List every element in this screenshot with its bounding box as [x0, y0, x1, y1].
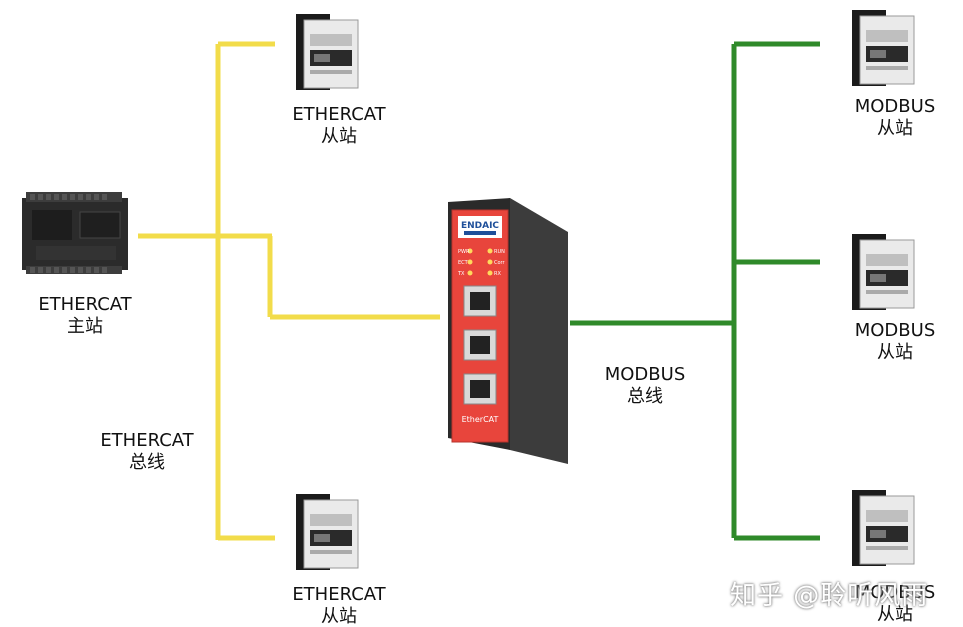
- modbus-slave-label: MODBUS 从站: [836, 582, 954, 626]
- modbus-slave-label: MODBUS 从站: [836, 320, 954, 364]
- master-name: ETHERCAT: [38, 294, 132, 315]
- led-label: PWR: [458, 249, 470, 255]
- modbus-slave-role: 从站: [877, 342, 913, 363]
- modbus-slave-device: [852, 490, 916, 570]
- ethercat-slave-label: ETHERCAT 从站: [280, 584, 398, 627]
- modbus-slave-name: MODBUS: [854, 96, 936, 117]
- watermark: 知乎 @聆听风雨: [730, 581, 929, 611]
- plc-master-device: [22, 190, 132, 280]
- modbus-slave-name: MODBUS: [854, 320, 936, 341]
- gateway-port-label: EtherCAT: [462, 415, 499, 424]
- modbus-slave-role: 从站: [877, 604, 913, 625]
- modbus-bus-label: MODBUS 总线: [590, 364, 700, 408]
- ethercat-slave-role: 从站: [321, 606, 357, 627]
- ethercat-slave-label: ETHERCAT 从站: [280, 104, 398, 148]
- led-label: Corr: [494, 260, 506, 266]
- master-label: ETHERCAT 主站: [30, 294, 140, 338]
- ethercat-bus-label: ETHERCAT 总线: [92, 430, 202, 474]
- modbus-slave-device: [852, 10, 916, 90]
- ethernet-port-icons: [463, 285, 497, 405]
- gateway-device: ENDAIC PWR RUN ECT Corr TX RX: [444, 198, 570, 468]
- master-role: 主站: [67, 316, 103, 337]
- ethercat-bus-name: ETHERCAT: [100, 430, 194, 451]
- ethercat-slave-role: 从站: [321, 126, 357, 147]
- ethercat-bus-role: 总线: [129, 452, 165, 473]
- modbus-bus-name: MODBUS: [604, 364, 686, 385]
- ethercat-wires: [138, 41, 440, 541]
- modbus-slave-role: 从站: [877, 118, 913, 139]
- led-label: RX: [494, 271, 501, 277]
- modbus-bus-role: 总线: [627, 386, 663, 407]
- ethercat-slave-device: [296, 14, 360, 94]
- ethercat-slave-name: ETHERCAT: [292, 584, 386, 605]
- led-label: ECT: [458, 260, 469, 266]
- modbus-slave-device: [852, 234, 916, 314]
- modbus-slave-label: MODBUS 从站: [836, 96, 954, 140]
- modbus-wires: [570, 41, 820, 541]
- modbus-slave-name: MODBUS: [854, 582, 936, 603]
- ethercat-slave-name: ETHERCAT: [292, 104, 386, 125]
- led-label: RUN: [494, 249, 505, 255]
- gateway-brand: ENDAIC: [461, 221, 499, 231]
- ethercat-slave-device: [296, 494, 360, 574]
- led-label: TX: [457, 271, 465, 277]
